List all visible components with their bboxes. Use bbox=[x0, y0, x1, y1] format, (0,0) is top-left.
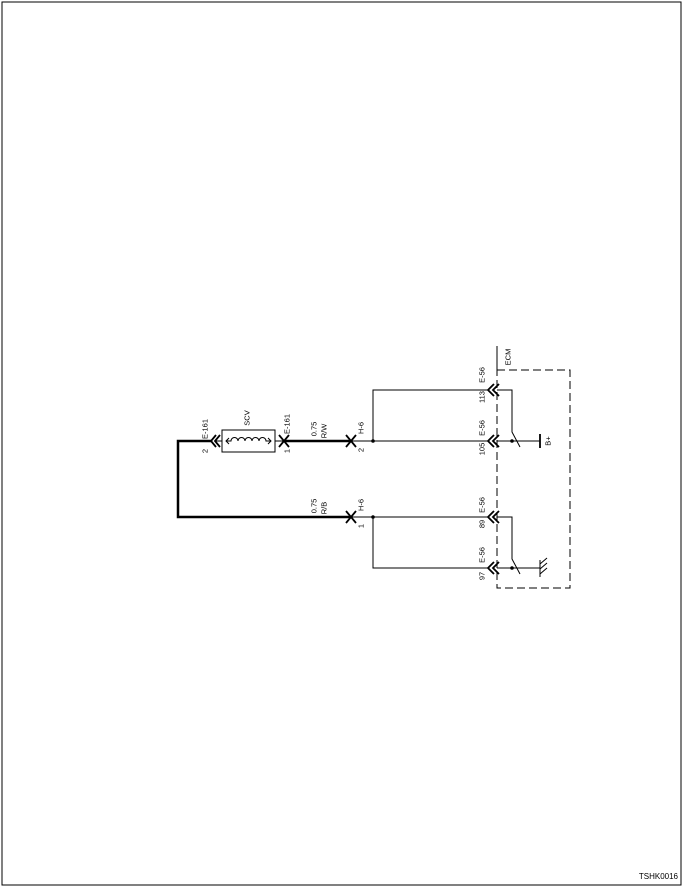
wire-rw-color: R/W bbox=[320, 423, 329, 439]
ecm-low-side-switch bbox=[497, 516, 521, 575]
wire-branch-to-e56-113 bbox=[372, 389, 488, 441]
e56-pin113-connector-label: E-56 bbox=[478, 367, 487, 383]
wire-rb-harness bbox=[176, 439, 351, 519]
ecm-boundary bbox=[496, 369, 571, 589]
e56-pin105-connector-label: E-56 bbox=[478, 420, 487, 436]
wire-rb-color: R/B bbox=[320, 502, 329, 515]
scv-coil-symbol bbox=[225, 437, 272, 445]
ecm-high-side-switch bbox=[497, 389, 521, 448]
junction-dot bbox=[510, 566, 514, 570]
connector-h6-pin2-symbol bbox=[345, 434, 357, 448]
h6-upper-pin-number: 2 bbox=[357, 448, 366, 452]
e56-pin113-number: 113 bbox=[478, 391, 487, 403]
h6-upper-connector-label: H-6 bbox=[357, 422, 366, 434]
e56-pin97-number: 97 bbox=[478, 572, 487, 580]
e56-pin89-number: 89 bbox=[478, 520, 487, 528]
junction-dot bbox=[371, 439, 375, 443]
junction-dot bbox=[510, 439, 514, 443]
figure-code: TSHK0016 bbox=[639, 872, 679, 881]
ecm-label: ECM bbox=[504, 349, 513, 366]
e161-right-pin-number: 1 bbox=[283, 449, 292, 453]
junction-dot bbox=[371, 515, 375, 519]
wire-branch-to-e56-97 bbox=[372, 517, 488, 569]
wire-rw-size: 0.75 bbox=[310, 422, 319, 437]
ground-icon bbox=[539, 557, 548, 577]
e56-pin89-connector-label: E-56 bbox=[478, 497, 487, 513]
e56-pin105-number: 105 bbox=[478, 443, 487, 456]
e161-left-connector-label: E-161 bbox=[201, 419, 210, 439]
scv-label: SCV bbox=[243, 410, 252, 425]
e161-left-pin-number: 2 bbox=[201, 449, 210, 453]
wire-rb-size: 0.75 bbox=[310, 499, 319, 514]
connector-e161-pin1-symbol bbox=[275, 434, 290, 448]
connector-e161-pin2-symbol bbox=[209, 434, 222, 448]
e161-right-connector-label: E-161 bbox=[283, 414, 292, 434]
h6-lower-connector-label: H-6 bbox=[357, 499, 366, 511]
e56-pin97-connector-label: E-56 bbox=[478, 547, 487, 563]
b-plus-label: B+ bbox=[544, 436, 553, 446]
h6-lower-pin-number: 1 bbox=[357, 524, 366, 528]
connector-h6-pin1-symbol bbox=[345, 510, 357, 524]
